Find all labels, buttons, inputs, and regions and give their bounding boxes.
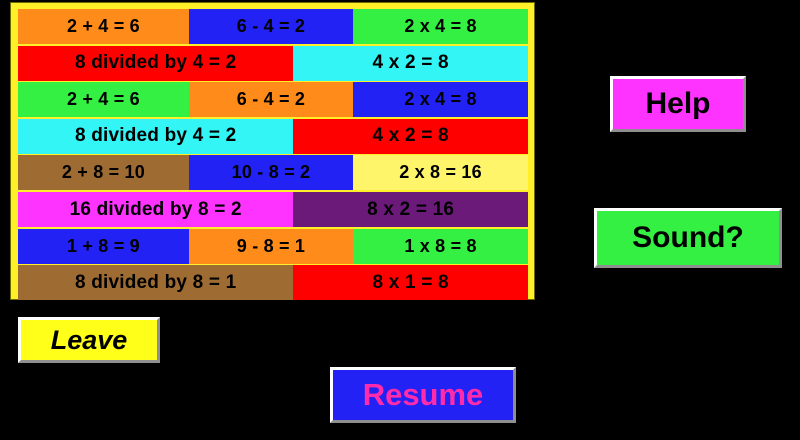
fact-cell[interactable]: 2 + 4 = 6 bbox=[18, 82, 189, 118]
help-button-label: Help bbox=[645, 87, 711, 120]
fact-cell[interactable]: 16 divided by 8 = 2 bbox=[18, 192, 294, 227]
fact-cell[interactable]: 6 - 4 = 2 bbox=[188, 9, 354, 44]
fact-cell[interactable]: 6 - 4 = 2 bbox=[188, 82, 354, 118]
fact-cell[interactable]: 2 x 4 = 8 bbox=[353, 9, 528, 44]
fact-cell[interactable]: 9 - 8 = 1 bbox=[188, 228, 354, 264]
fact-cell[interactable]: 1 x 8 = 8 bbox=[353, 228, 528, 264]
fact-cell[interactable]: 2 + 8 = 10 bbox=[18, 155, 189, 191]
fact-cell[interactable]: 4 x 2 = 8 bbox=[293, 118, 528, 154]
fact-cell[interactable]: 8 divided by 8 = 1 bbox=[18, 265, 294, 301]
help-button[interactable]: Help bbox=[610, 76, 746, 132]
resume-button-label: Resume bbox=[362, 377, 484, 412]
fact-cell[interactable]: 8 divided by 4 = 2 bbox=[18, 118, 294, 154]
sound-button-label: Sound? bbox=[632, 221, 744, 254]
leave-button[interactable]: Leave bbox=[18, 317, 160, 363]
fact-cell[interactable]: 1 + 8 = 9 bbox=[18, 228, 189, 264]
fact-cell[interactable]: 2 + 4 = 6 bbox=[18, 9, 189, 44]
fact-cell[interactable]: 10 - 8 = 2 bbox=[188, 155, 354, 191]
fact-cell[interactable]: 8 x 2 = 16 bbox=[293, 192, 528, 227]
fact-cell[interactable]: 8 x 1 = 8 bbox=[293, 265, 528, 301]
fact-cell[interactable]: 4 x 2 = 8 bbox=[293, 45, 528, 81]
sound-button[interactable]: Sound? bbox=[594, 208, 782, 268]
fact-cell[interactable]: 8 divided by 4 = 2 bbox=[18, 45, 294, 81]
fact-cell[interactable]: 2 x 4 = 8 bbox=[353, 82, 528, 118]
fact-cell[interactable]: 2 x 8 = 16 bbox=[353, 155, 528, 191]
resume-button[interactable]: Resume bbox=[330, 367, 516, 423]
leave-button-label: Leave bbox=[50, 324, 128, 355]
